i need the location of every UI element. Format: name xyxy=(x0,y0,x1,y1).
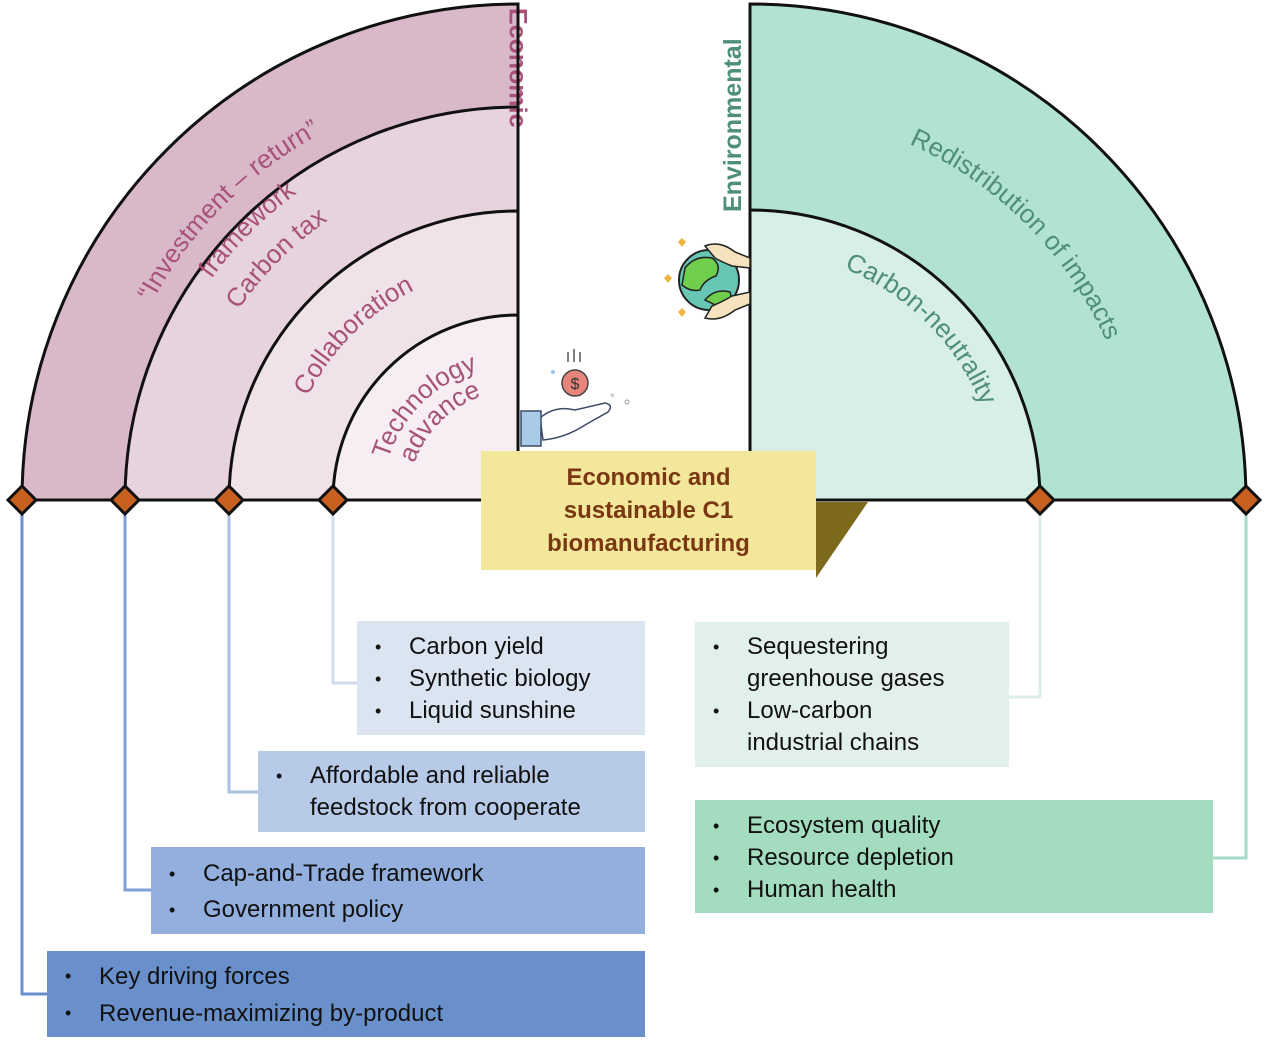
bullet-box-carbon-tax: Cap-and-Trade framework Government polic… xyxy=(151,847,645,934)
center-title-line-3: biomanufacturing xyxy=(547,530,750,557)
diamond-markers xyxy=(5,483,1263,517)
bullet-item: Low-carbon industrial chains xyxy=(695,695,947,759)
diamond-marker-icon xyxy=(108,483,142,517)
bullet-item: Resource depletion xyxy=(695,842,1213,874)
bullet-box-carbon-neutrality: Sequestering greenhouse gases Low-carbon… xyxy=(695,622,1009,767)
environmental-quadrant xyxy=(748,2,1248,502)
bullet-box-investment-return: Key driving forces Revenue-maximizing by… xyxy=(47,951,645,1037)
svg-text:$: $ xyxy=(571,376,580,393)
bullet-item: Liquid sunshine xyxy=(357,695,645,727)
center-title-line-2: sustainable C1 xyxy=(563,497,734,524)
bullet-box-collaboration: Affordable and reliable feedstock from c… xyxy=(258,751,645,832)
environmental-connector-1 xyxy=(1009,514,1042,699)
economic-connector-0 xyxy=(20,514,47,996)
economic-quadrant xyxy=(20,2,520,502)
economic-sector-3 xyxy=(331,313,520,502)
environmental-heading: Environmental xyxy=(719,38,747,212)
economic-connector-2 xyxy=(227,514,258,794)
environmental-connector-0 xyxy=(1213,514,1248,860)
bullet-box-redistribution: Ecosystem quality Resource depletion Hum… xyxy=(695,800,1213,913)
diamond-marker-icon xyxy=(1229,483,1263,517)
environmental-sector-1 xyxy=(748,208,1042,502)
bullet-item: Human health xyxy=(695,874,1213,906)
connectors xyxy=(20,514,1248,996)
bullet-item: Ecosystem quality xyxy=(695,810,1213,842)
hands-holding-globe-icon xyxy=(664,238,751,320)
diamond-marker-icon xyxy=(1023,483,1057,517)
bullet-item: Cap-and-Trade framework xyxy=(151,856,645,892)
hand-with-coin-icon: $ × xyxy=(520,349,630,447)
center-title-box: Economic and sustainable C1 biomanufactu… xyxy=(481,451,816,570)
center-title-line-1: Economic and xyxy=(566,464,731,491)
bullet-item: Key driving forces xyxy=(47,958,645,995)
economic-connector-3 xyxy=(331,514,357,685)
bullet-item: Government policy xyxy=(151,892,645,928)
center-box-shadow xyxy=(816,502,868,578)
diamond-marker-icon xyxy=(212,483,246,517)
economic-connector-1 xyxy=(123,514,151,892)
bullet-item: Synthetic biology xyxy=(357,663,645,695)
bullet-item: Revenue-maximizing by-product xyxy=(47,995,645,1032)
diamond-marker-icon xyxy=(5,483,39,517)
diamond-marker-icon xyxy=(316,483,350,517)
svg-text:×: × xyxy=(610,391,615,400)
bullet-item: Carbon yield xyxy=(357,631,645,663)
bullet-item: Sequestering greenhouse gases xyxy=(695,631,967,695)
bullet-item: Affordable and reliable feedstock from c… xyxy=(258,760,610,824)
bullet-box-technology: Carbon yield Synthetic biology Liquid su… xyxy=(357,621,645,735)
